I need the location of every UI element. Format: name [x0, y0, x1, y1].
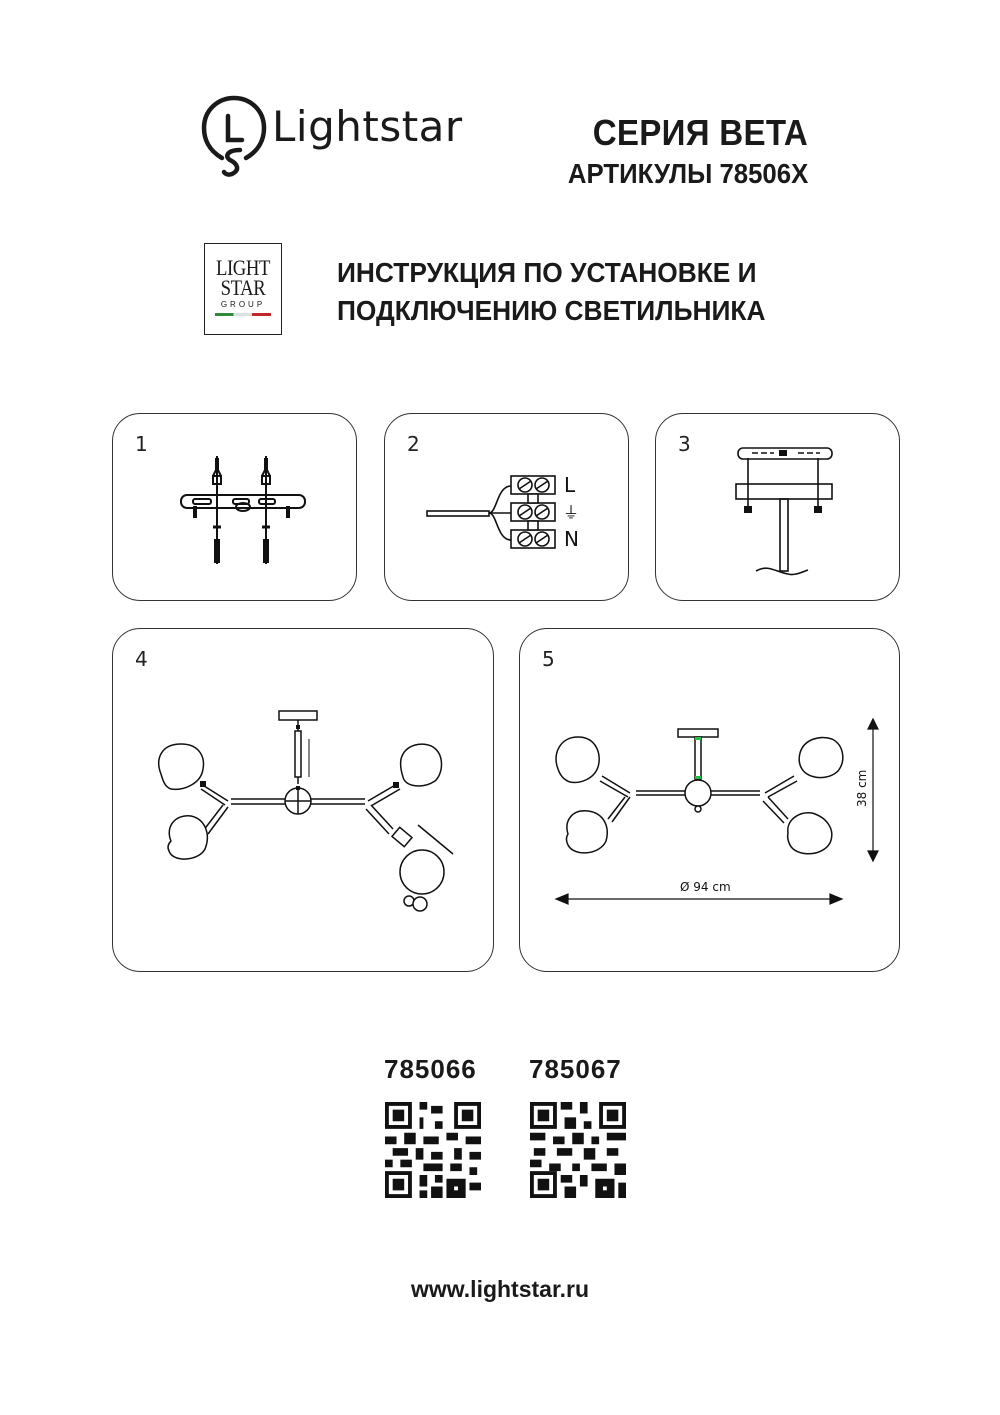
series-title: СЕРИЯ BETA	[592, 112, 808, 153]
page-title: ИНСТРУКЦИЯ ПО УСТАНОВКЕ И ПОДКЛЮЧЕНИЮ СВ…	[337, 254, 766, 330]
step-number: 5	[542, 647, 555, 671]
mounting-bracket-illustration	[180, 456, 306, 564]
website-link[interactable]: www.lightstar.ru	[410, 1276, 590, 1302]
step-panel-2: 2 L ⏚ N	[384, 413, 629, 601]
live-label: L	[564, 473, 576, 497]
height-label: 38 cm	[855, 770, 869, 807]
group-logo-line2: STAR	[220, 275, 266, 300]
step-number: 3	[678, 432, 691, 456]
terminal-block-illustration: L ⏚ N	[426, 473, 579, 551]
step-number: 2	[407, 432, 420, 456]
neutral-label: N	[564, 527, 579, 551]
step-number: 4	[135, 647, 148, 671]
shade-assembly-illustration	[158, 710, 454, 912]
title-line2: ПОДКЛЮЧЕНИЮ СВЕТИЛЬНИКА	[337, 295, 766, 326]
diameter-label: Ø 94 cm	[680, 880, 731, 894]
ground-label: ⏚	[563, 503, 579, 522]
italian-flag-stripe	[215, 313, 271, 316]
article-numbers: АРТИКУЛЫ 78506X	[567, 158, 808, 189]
brand-name: Lightstar	[272, 102, 463, 151]
lightbulb-logo-icon	[201, 95, 267, 177]
title-line1: ИНСТРУКЦИЯ ПО УСТАНОВКЕ И	[337, 257, 757, 288]
canopy-mount-illustration	[735, 447, 833, 576]
step-panel-1: 1	[112, 413, 357, 601]
step-panel-5: 5 Ø 94 cm 38 cm	[519, 628, 900, 972]
product-code-785067: 785067	[529, 1054, 622, 1084]
step-panel-4: 4	[112, 628, 494, 972]
dimensions-illustration: Ø 94 cm 38 cm	[554, 717, 879, 905]
lightstar-group-logo: LIGHT STAR GROUP	[204, 243, 282, 335]
group-logo-line3: GROUP	[220, 300, 266, 309]
group-logo-line1: LIGHT	[216, 255, 270, 280]
step-number: 1	[135, 432, 148, 456]
lightstar-logo: Lightstar	[200, 92, 470, 182]
qr-code-icon[interactable]	[530, 1102, 626, 1198]
qr-code-icon[interactable]	[385, 1102, 481, 1198]
product-code-785066: 785066	[384, 1054, 477, 1084]
step-panel-3: 3	[655, 413, 900, 601]
